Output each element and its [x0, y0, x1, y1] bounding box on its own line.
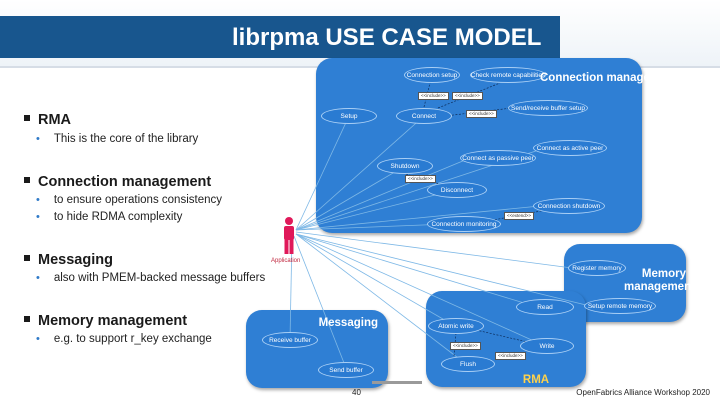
- bullet-item: •e.g. to support r_key exchange: [36, 333, 212, 345]
- bullet-heading-connection: Connection management: [24, 174, 211, 190]
- bullet-item: •to ensure operations consistency: [36, 194, 222, 206]
- dot-bullet-icon: •: [36, 272, 40, 284]
- square-bullet-icon: [24, 316, 30, 322]
- usecase-read: Read: [516, 299, 574, 315]
- usecase-setup: Setup: [321, 108, 377, 124]
- usecase-atomic-write: Atomic write: [428, 318, 484, 334]
- footer-event: OpenFabrics Alliance Workshop 2020: [576, 388, 710, 397]
- usecase-connection-monitoring: Connection monitoring: [427, 216, 501, 232]
- include-tag: <<include>>: [418, 92, 449, 100]
- dot-bullet-icon: •: [36, 133, 40, 145]
- usecase-write: Write: [520, 338, 574, 354]
- bullet-item: •to hide RDMA complexity: [36, 211, 183, 223]
- title-block: [0, 16, 560, 58]
- page-number: 40: [352, 388, 361, 397]
- usecase-connect-as-passive-peer: Connect as passive peer: [460, 150, 536, 166]
- usecase-receive-buffer: Receive buffer: [262, 332, 318, 348]
- square-bullet-icon: [24, 177, 30, 183]
- include-tag: <<include>>: [405, 175, 436, 183]
- square-bullet-icon: [24, 255, 30, 261]
- actor-label: Application: [271, 258, 301, 264]
- group-label-rma: RMA: [522, 374, 550, 386]
- usecase-flush: Flush: [441, 356, 495, 372]
- progress-bar: [372, 381, 422, 384]
- usecase-check-remote-capabilities: Check remote capabilities: [470, 67, 546, 83]
- bullet-heading-messaging: Messaging: [24, 252, 113, 268]
- include-tag: <<include>>: [466, 110, 497, 118]
- actor-person-icon: [284, 217, 294, 254]
- usecase-connection-shutdown: Connection shutdown: [533, 198, 605, 214]
- usecase-send-receive-buffer-setup: Send/receive buffer setup: [508, 100, 588, 116]
- extend-tag: <<extend>>: [504, 212, 535, 220]
- dot-bullet-icon: •: [36, 194, 40, 206]
- usecase-connection-setup: Connection setup: [404, 67, 460, 83]
- usecase-disconnect: Disconnect: [427, 182, 487, 198]
- usecase-send-buffer: Send buffer: [318, 362, 374, 378]
- bullet-heading-rma: RMA: [24, 112, 71, 128]
- group-label-messaging: Messaging: [318, 317, 378, 329]
- usecase-connect-as-active-peer: Connect as active peer: [533, 140, 607, 156]
- dot-bullet-icon: •: [36, 211, 40, 223]
- bullet-item: •also with PMEM-backed message buffers: [36, 272, 266, 284]
- include-tag: <<include>>: [450, 342, 481, 350]
- include-tag: <<include>>: [495, 352, 526, 360]
- include-tag: <<include>>: [452, 92, 483, 100]
- group-label-connection: Connection management: [540, 72, 678, 84]
- bullet-item: •This is the core of the library: [36, 133, 199, 145]
- usecase-setup-remote-memory: Setup remote memory: [584, 298, 656, 314]
- group-label-memory: Memory management: [624, 268, 695, 293]
- dot-bullet-icon: •: [36, 333, 40, 345]
- usecase-connect: Connect: [396, 108, 452, 124]
- slide-title: librpma USE CASE MODEL: [232, 24, 542, 51]
- usecase-register-memory: Register memory: [568, 260, 626, 276]
- bullet-heading-memory: Memory management: [24, 313, 187, 329]
- square-bullet-icon: [24, 115, 30, 121]
- usecase-shutdown: Shutdown: [377, 158, 433, 174]
